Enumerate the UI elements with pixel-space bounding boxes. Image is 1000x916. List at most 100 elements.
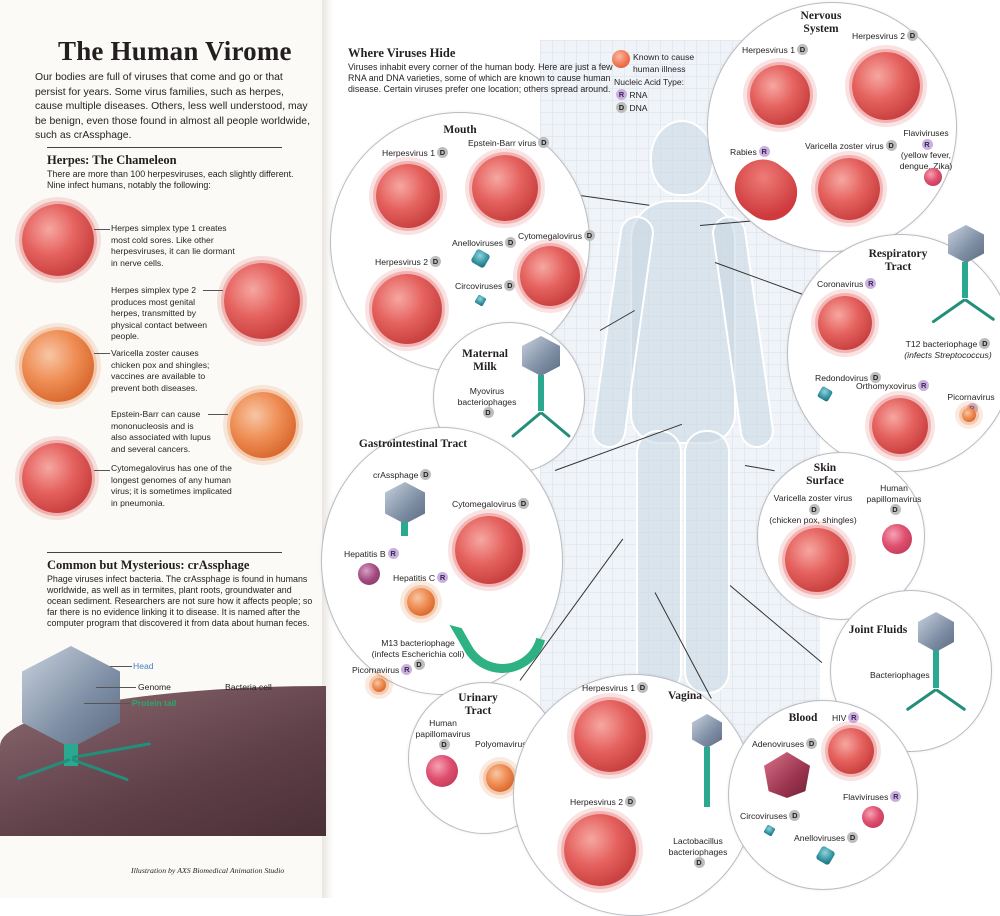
epstein-barr-virus-illustration [230, 392, 296, 458]
virus-name: Orthomyxovirus [856, 381, 917, 391]
urinary-title: Urinary Tract [458, 692, 498, 717]
dna-badge: D [637, 682, 649, 693]
virus-name: Cytomegalovirus [111, 463, 175, 473]
virus-name: Herpesvirus 2 [852, 31, 906, 41]
cytomegalovirus-illustration [22, 443, 92, 513]
herpes-note-5: Cytomegalovirus has one of the longest g… [111, 463, 236, 509]
mouth-panel [330, 112, 590, 372]
varicella-zoster-illustration [785, 528, 849, 592]
virus-name: Flaviviruses [903, 128, 949, 138]
rna-badge: R [865, 278, 877, 289]
myovirus-tail-illustration [538, 375, 544, 411]
leader-line [94, 229, 110, 230]
virus-name: Herpesvirus 1 [742, 45, 796, 55]
urinary-label-1: Human papillomavirusD [413, 718, 473, 751]
t12-phage-tail-illustration [962, 262, 968, 298]
dna-badge: D [504, 280, 516, 291]
rna-legend: R RNA [614, 89, 648, 102]
orthomyxovirus-illustration [872, 398, 928, 454]
virus-name: crAssphage [373, 470, 419, 480]
crassphage-heading: Common but Mysterious: crAssphage [47, 558, 250, 572]
herpesvirus-2-illustration [372, 274, 442, 344]
dna-badge: D [979, 338, 991, 349]
hiv-illustration [828, 728, 874, 774]
virus-desc: can cause mononucleosis and is also asso… [111, 409, 211, 454]
dna-badge: D [430, 256, 442, 267]
dna-badge: D [808, 503, 820, 515]
intro-text: Our bodies are full of viruses that come… [35, 72, 310, 141]
dna-badge: D [847, 832, 859, 843]
virus-note: (yellow fever, dengue, Zika) [899, 150, 953, 171]
rna-badge: R [437, 572, 449, 583]
lactobacillus-phage-head [692, 714, 722, 748]
hepatitis-b-illustration [358, 563, 380, 585]
illness-legend-label: Known to cause human illness [633, 52, 695, 74]
papillomavirus-illustration [426, 755, 458, 787]
herpesvirus-1-illustration [376, 164, 440, 228]
rna-badge: R [758, 146, 770, 157]
dna-legend: D DNA [614, 102, 648, 115]
joint-title: Joint Fluids [848, 624, 908, 636]
right-intro: Viruses inhabit every corner of the huma… [348, 62, 613, 94]
lactobacillus-phage-tail [704, 747, 710, 807]
virus-name: Anelloviruses [452, 238, 504, 248]
virus-name: Varicella zoster virus [805, 141, 884, 151]
herpes-subtext: There are more than 100 herpesviruses, e… [47, 169, 294, 190]
leader-line [94, 353, 110, 354]
varicella-zoster-virus-illustration [22, 330, 94, 402]
virus-name: Flaviviruses [843, 792, 889, 802]
dna-badge: D [538, 137, 550, 148]
cytomegalovirus-illustration [455, 516, 523, 584]
virus-name: Epstein-Barr virus [468, 138, 537, 148]
virus-name: Circoviruses [455, 281, 503, 291]
leader-line [84, 703, 130, 704]
skin-label-1: Varicella zoster virusD(chicken pox, shi… [768, 493, 858, 526]
dna-badge: D [482, 407, 494, 418]
herpesvirus-1-illustration [574, 700, 646, 772]
herpes-note-2: Herpes simplex type 2 produces most geni… [111, 285, 221, 343]
virus-desc: causes chicken pox and shingles; vaccine… [111, 348, 210, 393]
flavivirus-illustration [862, 806, 884, 828]
picornavirus-illustration [372, 678, 386, 692]
coronavirus-illustration [818, 296, 872, 350]
body-leg-left [636, 430, 682, 694]
epstein-barr-illustration [472, 155, 538, 221]
virus-name: Rabies [730, 147, 757, 157]
virus-name: Cytomegalovirus [518, 231, 582, 241]
dna-badge: D [907, 30, 919, 41]
virus-name: Polyomaviruses [475, 739, 536, 749]
page-title: The Human Virome [58, 36, 292, 66]
herpes-note-4: Epstein-Barr can cause mononucleosis and… [111, 409, 211, 455]
herpes-note-1: Herpes simplex type 1 creates most cold … [111, 223, 236, 269]
gi-label-5: M13 bacteriophage(infects Escherichia co… [368, 638, 468, 671]
cell-label: Bacteria cell [225, 682, 272, 692]
gastrointestinal-panel [321, 427, 563, 695]
virus-name: Picornavirus [352, 665, 400, 675]
leader-line [110, 666, 132, 667]
illustration-credit: Illustration by AXS Biomedical Animation… [131, 866, 285, 875]
bacteriophage-tail-illustration [933, 650, 939, 688]
virus-note: (infects Streptococcus) [904, 349, 992, 360]
virus-name: Human papillomavirus [415, 718, 471, 739]
dna-badge: D [789, 810, 801, 821]
dna-badge: D [505, 237, 517, 248]
virus-name: Herpes simplex type 1 [111, 223, 197, 233]
virus-desc: creates most cold sores. Like other herp… [111, 223, 235, 268]
virus-name: Adenoviruses [752, 739, 805, 749]
